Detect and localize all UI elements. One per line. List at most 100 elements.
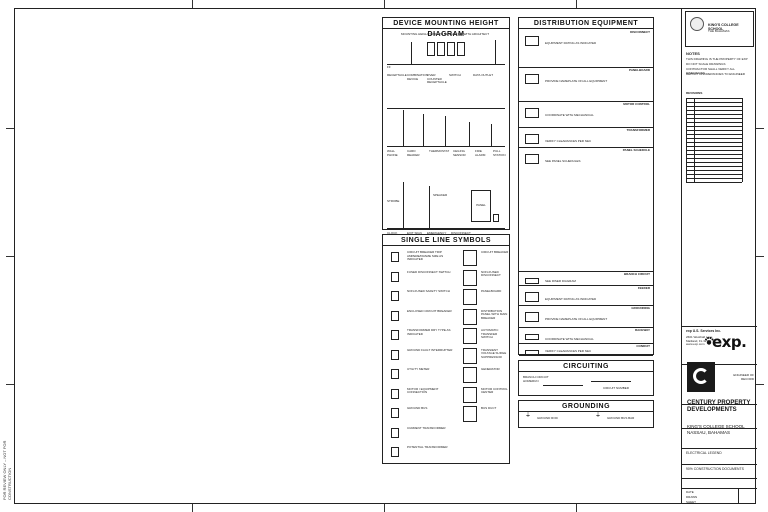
section-note: SEE PANEL SCHEDULES	[545, 159, 581, 163]
symbol-description: POTENTIAL TRANSFORMER	[407, 445, 448, 449]
revision-row	[686, 178, 742, 179]
revision-row	[686, 122, 742, 123]
mounting-note: MOUNTING HEIGHTS ARE TO BE VERIFIED WITH…	[401, 32, 490, 36]
single-line-panel: SINGLE LINE SYMBOLS CIRCUIT BREAKER TRIP…	[382, 234, 510, 464]
revision-column	[742, 98, 743, 182]
firm-address: 2601 Westhall Lane Maitland, FL 32751 ww…	[686, 335, 713, 347]
equipment-symbol-icon	[463, 269, 477, 286]
side-note: FOR REVIEW ONLY – NOT FOR CONSTRUCTION	[2, 440, 12, 500]
equipment-description: CIRCUIT BREAKER	[481, 250, 509, 254]
section-label: BRANCH CIRCUIT	[624, 272, 650, 276]
revision-row	[686, 110, 742, 111]
revision-row	[686, 138, 742, 139]
panel-box	[471, 190, 491, 222]
distribution-section: BRANCH CIRCUIT SEE RISER DIAGRAM	[519, 272, 653, 286]
note-line: DO NOT SCALE DRAWINGS	[686, 62, 726, 66]
dimension-line	[403, 110, 404, 146]
equipment-description: AUTOMATIC TRANSFER SWITCH	[481, 328, 499, 340]
equipment-description: PANELBOARD	[481, 289, 502, 293]
revision-row	[686, 102, 742, 103]
symbol-description: TRANSFORMER DRY TYPE AS INDICATED	[407, 328, 451, 336]
notes-title: NOTES	[686, 51, 700, 56]
section-note: EQUIPMENT RATING AS INDICATED	[545, 41, 597, 45]
grid-tick	[6, 128, 14, 129]
divider	[682, 448, 757, 449]
equipment-symbol-icon	[525, 154, 539, 164]
label-data: DATA OUTLET	[473, 73, 494, 77]
revision-row	[686, 158, 742, 159]
revision-row	[686, 150, 742, 151]
grid-tick	[756, 384, 764, 385]
divider	[682, 326, 757, 327]
section-label: PANEL SCHEDULE	[622, 148, 650, 152]
revision-row	[686, 114, 742, 115]
equipment-symbol-icon	[463, 308, 477, 325]
firm-name: exp U.S. Services Inc.	[686, 329, 722, 333]
symbol-icon	[391, 271, 399, 282]
grid-tick	[6, 384, 14, 385]
symbol-icon	[391, 252, 399, 262]
revision-row	[686, 142, 742, 143]
revision-row	[686, 154, 742, 155]
equipment-description: GENERATOR	[481, 367, 500, 371]
symbol-icon	[391, 369, 399, 379]
note-line: REPORT DISCREPANCIES TO ENGINEER	[686, 72, 745, 76]
equipment-symbol-icon	[463, 386, 477, 403]
symbol-description: GROUND BUS	[407, 406, 428, 410]
sheet-border	[14, 8, 756, 504]
dimension-line	[423, 114, 424, 146]
symbol-icon	[391, 388, 399, 399]
symbol-row: POTENTIAL TRANSFORMER	[383, 444, 509, 463]
divider	[682, 428, 757, 429]
school-crest-icon	[690, 17, 704, 31]
device-box	[427, 42, 435, 56]
label-panel: PANEL	[476, 203, 486, 207]
symbol-description: ENCLOSED CIRCUIT BREAKER	[407, 308, 452, 313]
distribution-title: DISTRIBUTION EQUIPMENT	[519, 18, 653, 29]
symbol-description: MOTOR / EQUIPMENT CONNECTION	[407, 386, 439, 395]
divider	[682, 464, 757, 465]
label-clock: CLOCK	[387, 231, 398, 235]
symbol-description: CURRENT TRANSFORMER	[407, 425, 446, 430]
symbol-row: CURRENT TRANSFORMER	[383, 425, 509, 444]
footer-date: DATE	[686, 490, 694, 494]
symbol-description: GROUND FAULT INTERRUPTER	[407, 347, 453, 352]
label-over-counter: OVER COUNTER RECEPTACLE	[427, 73, 447, 85]
circuiting-left: BRANCH CIRCUIT HOMERUN	[523, 375, 549, 383]
equipment-symbol-icon	[463, 289, 477, 305]
equipment-symbol-icon	[525, 312, 539, 322]
revision-row	[686, 182, 742, 183]
exp-logo: exp.	[712, 333, 747, 351]
revision-row	[686, 166, 742, 167]
section-note: PROVIDE NAMEPLATE ON ALL EQUIPMENT	[545, 317, 608, 321]
equipment-description: DISTRIBUTION PANEL WITH MAIN BREAKER	[481, 308, 508, 320]
developer-logo-icon	[687, 362, 715, 392]
equipment-symbol-icon	[525, 350, 539, 356]
divider	[682, 478, 757, 479]
symbol-icon	[391, 291, 399, 301]
device-mounting-panel: DEVICE MOUNTING HEIGHT DIAGRAM MOUNTING …	[382, 17, 510, 238]
grounding-title: GROUNDING	[519, 401, 653, 412]
section-note: SEE RISER DIAGRAM	[545, 279, 576, 283]
equipment-symbol-icon	[525, 278, 539, 284]
label-ceiling-sensor: CEILING SENSOR	[453, 149, 466, 157]
revision-row	[686, 130, 742, 131]
section-label: TRANSFORMER	[626, 128, 650, 132]
section-note: VERIFY CLEARANCES PER NEC	[545, 139, 592, 143]
dimension-line	[411, 42, 412, 64]
equipment-symbol-icon	[525, 292, 539, 302]
circuiting-right: CIRCUIT NUMBER	[603, 386, 629, 390]
grid-tick	[192, 504, 193, 512]
divider	[738, 488, 739, 504]
equipment-description: NON-FUSED DISCONNECT	[481, 269, 501, 278]
symbol-description: CIRCUIT BREAKER TRIP AMPERE/FRAME SIZE A…	[407, 250, 444, 262]
label-receptacle: RECEPTACLE	[387, 73, 407, 77]
section-note: COORDINATE WITH MECHANICAL	[545, 113, 594, 117]
symbol-icon	[391, 330, 399, 340]
revision-column	[694, 98, 695, 182]
